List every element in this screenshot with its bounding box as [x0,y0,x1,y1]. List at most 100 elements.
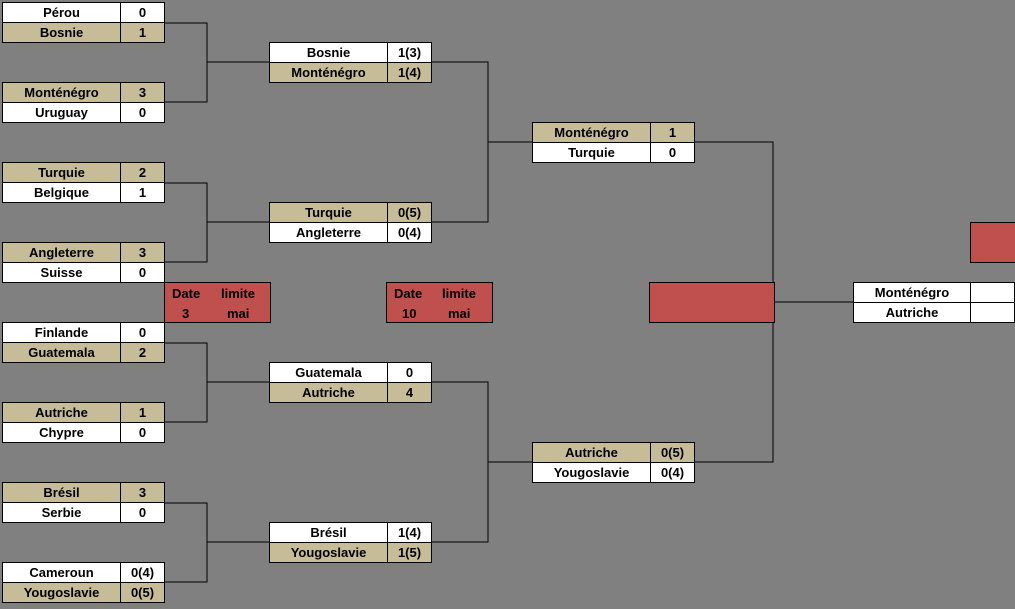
team-row: Guatemala 0 [269,362,432,383]
team-name: Brésil [2,482,121,503]
team-name: Turquie [2,162,121,183]
team-name: Yougoslavie [2,582,121,603]
team-row: Turquie 0(5) [269,202,432,223]
team-row: Belgique 1 [2,182,165,203]
team-name: Serbie [2,502,121,523]
team-row: Monténégro 1(4) [269,62,432,83]
team-score: 1 [120,182,165,203]
team-name: Uruguay [2,102,121,123]
deadline-box-round1: Date limite 3 mai [164,282,271,323]
team-row: Uruguay 0 [2,102,165,123]
team-row: Cameroun 0(4) [2,562,165,583]
team-row: Monténégro 1 [532,122,695,143]
team-score: 1 [650,122,695,143]
team-row: Suisse 0 [2,262,165,283]
team-score: 0(5) [120,582,165,603]
team-name: Pérou [2,2,121,23]
team-row: Guatemala 2 [2,342,165,363]
team-score: 0 [120,502,165,523]
team-score: 0 [120,102,165,123]
team-score: 1(3) [387,42,432,63]
team-row: Brésil 3 [2,482,165,503]
team-row: Yougoslavie 1(5) [269,542,432,563]
team-name: Turquie [532,142,651,163]
team-name: Monténégro [853,282,971,303]
deadline-box-final [970,222,1015,263]
team-score: 0 [120,422,165,443]
team-score: 0 [120,2,165,23]
team-score [970,282,1015,303]
team-row: Autriche 4 [269,382,432,403]
team-name: Guatemala [2,342,121,363]
team-score: 1(4) [387,522,432,543]
team-row: Yougoslavie 0(4) [532,462,695,483]
deadline-box-quarterfinals: Date limite 10 mai [386,282,493,323]
team-score: 1 [120,22,165,43]
deadline-month: mai [448,306,471,321]
team-name: Autriche [269,382,388,403]
team-score: 0(4) [120,562,165,583]
team-score: 3 [120,82,165,103]
team-row: Finlande 0 [2,322,165,343]
team-score: 1(4) [387,62,432,83]
team-name: Monténégro [532,122,651,143]
deadline-day: 10 [402,306,417,321]
team-row: Turquie 0 [532,142,695,163]
team-name: Monténégro [269,62,388,83]
team-row: Angleterre 3 [2,242,165,263]
deadline-date-word: Date [394,286,423,301]
team-score: 0(5) [387,202,432,223]
team-name: Monténégro [2,82,121,103]
team-score: 0 [120,262,165,283]
team-name: Suisse [2,262,121,283]
team-score: 0 [120,322,165,343]
team-name: Autriche [532,442,651,463]
team-row: Brésil 1(4) [269,522,432,543]
team-name: Autriche [2,402,121,423]
team-name: Chypre [2,422,121,443]
deadline-limit-word: limite [221,286,255,301]
team-name: Angleterre [269,222,388,243]
team-name: Turquie [269,202,388,223]
team-score: 0(4) [650,462,695,483]
team-score: 0 [650,142,695,163]
deadline-month: mai [227,306,250,321]
deadline-limit-word: limite [442,286,476,301]
team-score: 2 [120,162,165,183]
team-name: Brésil [269,522,388,543]
team-score: 3 [120,242,165,263]
team-row: Angleterre 0(4) [269,222,432,243]
team-name: Belgique [2,182,121,203]
team-score: 4 [387,382,432,403]
team-name: Bosnie [269,42,388,63]
team-score: 0(5) [650,442,695,463]
team-name: Yougoslavie [269,542,388,563]
team-score: 0(4) [387,222,432,243]
team-name: Yougoslavie [532,462,651,483]
team-name: Autriche [853,302,971,323]
team-score: 1(5) [387,542,432,563]
team-score: 2 [120,342,165,363]
team-score: 0 [387,362,432,383]
team-row: Autriche 0(5) [532,442,695,463]
team-score [970,302,1015,323]
team-row: Autriche [853,302,1015,323]
team-name: Finlande [2,322,121,343]
deadline-box-semifinals [649,282,775,323]
team-name: Angleterre [2,242,121,263]
team-score: 3 [120,482,165,503]
team-row: Autriche 1 [2,402,165,423]
team-row: Monténégro 3 [2,82,165,103]
team-name: Guatemala [269,362,388,383]
team-row: Pérou 0 [2,2,165,23]
deadline-date-word: Date [172,286,201,301]
team-row: Chypre 0 [2,422,165,443]
deadline-day: 3 [182,306,190,321]
team-name: Bosnie [2,22,121,43]
team-row: Monténégro [853,282,1015,303]
team-row: Bosnie 1 [2,22,165,43]
team-row: Bosnie 1(3) [269,42,432,63]
team-name: Cameroun [2,562,121,583]
team-row: Serbie 0 [2,502,165,523]
team-row: Turquie 2 [2,162,165,183]
